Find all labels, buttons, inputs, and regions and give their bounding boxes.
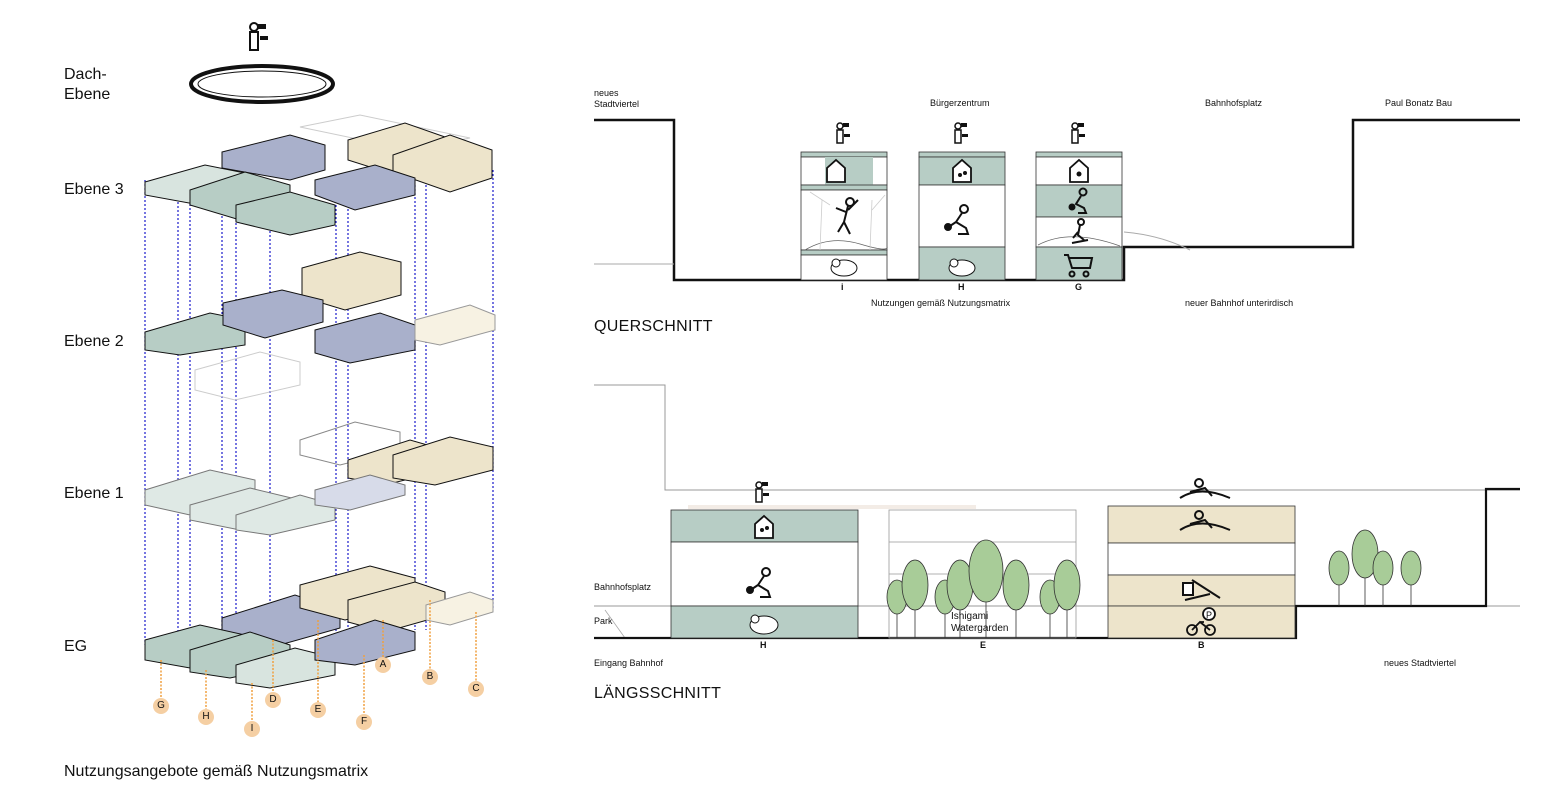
label-neues-stadtviertel-l: neues Stadtviertel xyxy=(1384,658,1457,668)
eg-boxes xyxy=(144,565,494,689)
level-label-ebene-3: Ebene 3 xyxy=(64,181,124,198)
block-letter-b: B xyxy=(1198,640,1205,650)
gardening-icon xyxy=(746,567,772,598)
level-label-dach-line1: Dach- xyxy=(64,66,107,83)
block-letter-e: E xyxy=(980,640,987,650)
bike-parking-icon: P xyxy=(1186,607,1216,636)
bee-house-icon xyxy=(1069,158,1089,183)
marker-b: B xyxy=(422,669,438,685)
ebene-3-boxes xyxy=(144,114,493,236)
label-park: Park xyxy=(594,616,613,626)
shopping-cart-icon xyxy=(1064,254,1094,278)
marker-c: C xyxy=(468,681,484,697)
marker-d: D xyxy=(265,692,281,708)
axonometric-diagram xyxy=(144,22,496,724)
label-nutzungen: Nutzungen gemäß Nutzungsmatrix xyxy=(871,298,1011,308)
skateboard-icon xyxy=(1071,218,1089,244)
viewpoint-icon xyxy=(954,122,968,144)
axonometry-caption: Nutzungsangebote gemäß Nutzungsmatrix xyxy=(64,763,369,780)
label-bahnhofsplatz-l: Bahnhofsplatz xyxy=(594,582,652,592)
level-label-dach: Dach- Ebene xyxy=(64,65,110,105)
label-bahnhofsplatz-q: Bahnhofsplatz xyxy=(1205,98,1263,108)
sheep-icon xyxy=(830,258,858,277)
block-letter-h: H xyxy=(760,640,767,650)
ebene-1-boxes xyxy=(144,421,494,536)
marker-h: H xyxy=(198,709,214,725)
level-label-ebene-1: Ebene 1 xyxy=(64,485,124,502)
ebene-2-boxes xyxy=(144,251,496,401)
upper-profile xyxy=(594,384,1520,491)
viewpoint-icon xyxy=(836,122,850,144)
gardening-icon xyxy=(1068,187,1088,214)
garden-label-line2: Watergarden xyxy=(951,623,1009,634)
roof-ring xyxy=(189,64,335,104)
marker-i: I xyxy=(244,721,260,737)
marker-f: F xyxy=(356,714,372,730)
marker-a: A xyxy=(375,657,391,673)
insect-hotel-icon xyxy=(952,158,972,183)
terrain-curve xyxy=(1123,231,1191,251)
label-neuer-bahnhof: neuer Bahnhof unterirdisch xyxy=(1185,298,1294,308)
tower-g xyxy=(1035,151,1123,281)
birdhouse-icon xyxy=(826,158,846,183)
label-buergerzentrum: Bürgerzentrum xyxy=(930,98,990,108)
label-paul-bonatz-bau: Paul Bonatz Bau xyxy=(1385,98,1453,108)
climbing-icon xyxy=(835,197,859,235)
repair-cafe-icon xyxy=(1182,579,1221,601)
swimming-icon xyxy=(1179,478,1231,499)
ground-profile xyxy=(594,487,1520,640)
swimming-icon xyxy=(1179,510,1231,531)
level-label-ebene-2: Ebene 2 xyxy=(64,333,124,350)
querschnitt-title: QUERSCHNITT xyxy=(594,318,713,335)
level-label-dach-line2: Ebene xyxy=(64,86,111,103)
svg-text:P: P xyxy=(1206,610,1212,620)
label-eingang-bahnhof: Eingang Bahnhof xyxy=(594,658,664,668)
location-markers xyxy=(160,600,477,724)
tower-h xyxy=(918,151,1006,281)
sheep-icon xyxy=(749,614,779,635)
insect-hotel-icon xyxy=(754,514,774,539)
marker-e: E xyxy=(310,702,326,718)
level-label-eg: EG xyxy=(64,638,88,655)
marker-g: G xyxy=(153,698,169,714)
label-neues: neues xyxy=(594,88,619,98)
viewpoint-icon xyxy=(755,481,769,503)
block-b xyxy=(1107,505,1296,639)
tower-letter-g: G xyxy=(1075,282,1083,292)
bridge-deck xyxy=(688,505,976,509)
label-neues-stadtviertel-q: neues Stadtviertel xyxy=(594,88,639,110)
sheep-icon xyxy=(948,258,976,277)
block-h xyxy=(670,509,859,639)
gardening-icon xyxy=(944,204,970,235)
tower-letter-i: i xyxy=(841,282,844,292)
viewpoint-icon xyxy=(1071,122,1085,144)
garden-label-line1: Ishigami xyxy=(951,611,989,622)
ishigami-watergarden-label: Ishigami Watergarden xyxy=(951,611,1008,635)
viewpoint-icon xyxy=(249,22,268,51)
tower-i xyxy=(800,151,888,281)
laengsschnitt-title: LÄNGSSCHNITT xyxy=(594,685,722,702)
label-stadtviertel: Stadtviertel xyxy=(594,99,640,109)
trees-stadtviertel xyxy=(1328,529,1422,606)
marker-line-group xyxy=(160,600,477,724)
ground-profile xyxy=(594,118,1520,282)
tower-letter-h: H xyxy=(958,282,965,292)
